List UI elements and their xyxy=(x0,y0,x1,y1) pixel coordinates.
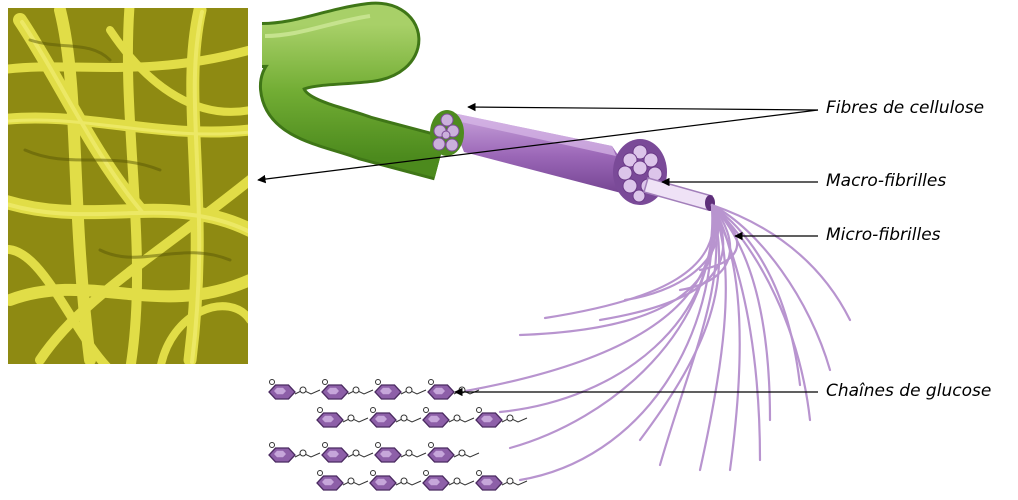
label-fibres-de-cellulose: Fibres de cellulose xyxy=(826,98,984,118)
glycosidic-bond xyxy=(343,418,368,422)
hydroxyl-group xyxy=(270,443,275,448)
fibre-cross-section xyxy=(430,110,464,156)
hydroxyl-group xyxy=(424,408,429,413)
microfibril-strands xyxy=(460,205,850,480)
microfibril-rod xyxy=(644,178,715,211)
glycosidic-bond xyxy=(449,418,474,422)
oxygen-atom xyxy=(348,478,354,484)
hydroxyl-group xyxy=(270,380,275,385)
glycosidic-bond xyxy=(295,453,320,457)
glycosidic-bond xyxy=(295,390,320,394)
hydroxyl-group xyxy=(429,380,434,385)
glycosidic-bond xyxy=(502,418,527,422)
hydroxyl-group xyxy=(477,408,482,413)
oxygen-atom xyxy=(507,415,513,421)
cellulose-fibres-micrograph xyxy=(0,0,250,370)
label-chaines-de-glucose: Chaînes de glucose xyxy=(826,381,991,401)
oxygen-atom xyxy=(300,450,306,456)
glycosidic-bond xyxy=(401,390,426,394)
hydroxyl-group xyxy=(318,471,323,476)
oxygen-atom xyxy=(348,415,354,421)
glycosidic-bond xyxy=(449,481,474,485)
pointer-fibres-to-cable xyxy=(468,107,818,110)
glycosidic-bond xyxy=(343,481,368,485)
hydroxyl-group xyxy=(371,408,376,413)
glycosidic-bond xyxy=(454,453,479,457)
glycosidic-bond xyxy=(502,481,527,485)
glycosidic-bond xyxy=(396,481,421,485)
hydroxyl-group xyxy=(376,380,381,385)
hydroxyl-group xyxy=(318,408,323,413)
hydroxyl-group xyxy=(376,443,381,448)
hydroxyl-group xyxy=(477,471,482,476)
hydroxyl-group xyxy=(323,443,328,448)
glycosidic-bond xyxy=(401,453,426,457)
hydroxyl-group xyxy=(371,471,376,476)
glucose-chains xyxy=(269,380,527,491)
label-macro-fibrilles: Macro-fibrilles xyxy=(826,171,946,191)
oxygen-atom xyxy=(300,387,306,393)
oxygen-atom xyxy=(406,450,412,456)
hydroxyl-group xyxy=(323,380,328,385)
oxygen-atom xyxy=(459,450,465,456)
oxygen-atom xyxy=(454,478,460,484)
oxygen-atom xyxy=(454,415,460,421)
oxygen-atom xyxy=(401,415,407,421)
glycosidic-bond xyxy=(348,390,373,394)
oxygen-atom xyxy=(406,387,412,393)
label-micro-fibrilles: Micro-fibrilles xyxy=(826,225,941,245)
oxygen-atom xyxy=(401,478,407,484)
oxygen-atom xyxy=(507,478,513,484)
oxygen-atom xyxy=(353,387,359,393)
hydroxyl-group xyxy=(429,443,434,448)
oxygen-atom xyxy=(353,450,359,456)
hydroxyl-group xyxy=(424,471,429,476)
green-cellulose-fibre xyxy=(262,16,440,158)
glycosidic-bond xyxy=(396,418,421,422)
glycosidic-bond xyxy=(348,453,373,457)
